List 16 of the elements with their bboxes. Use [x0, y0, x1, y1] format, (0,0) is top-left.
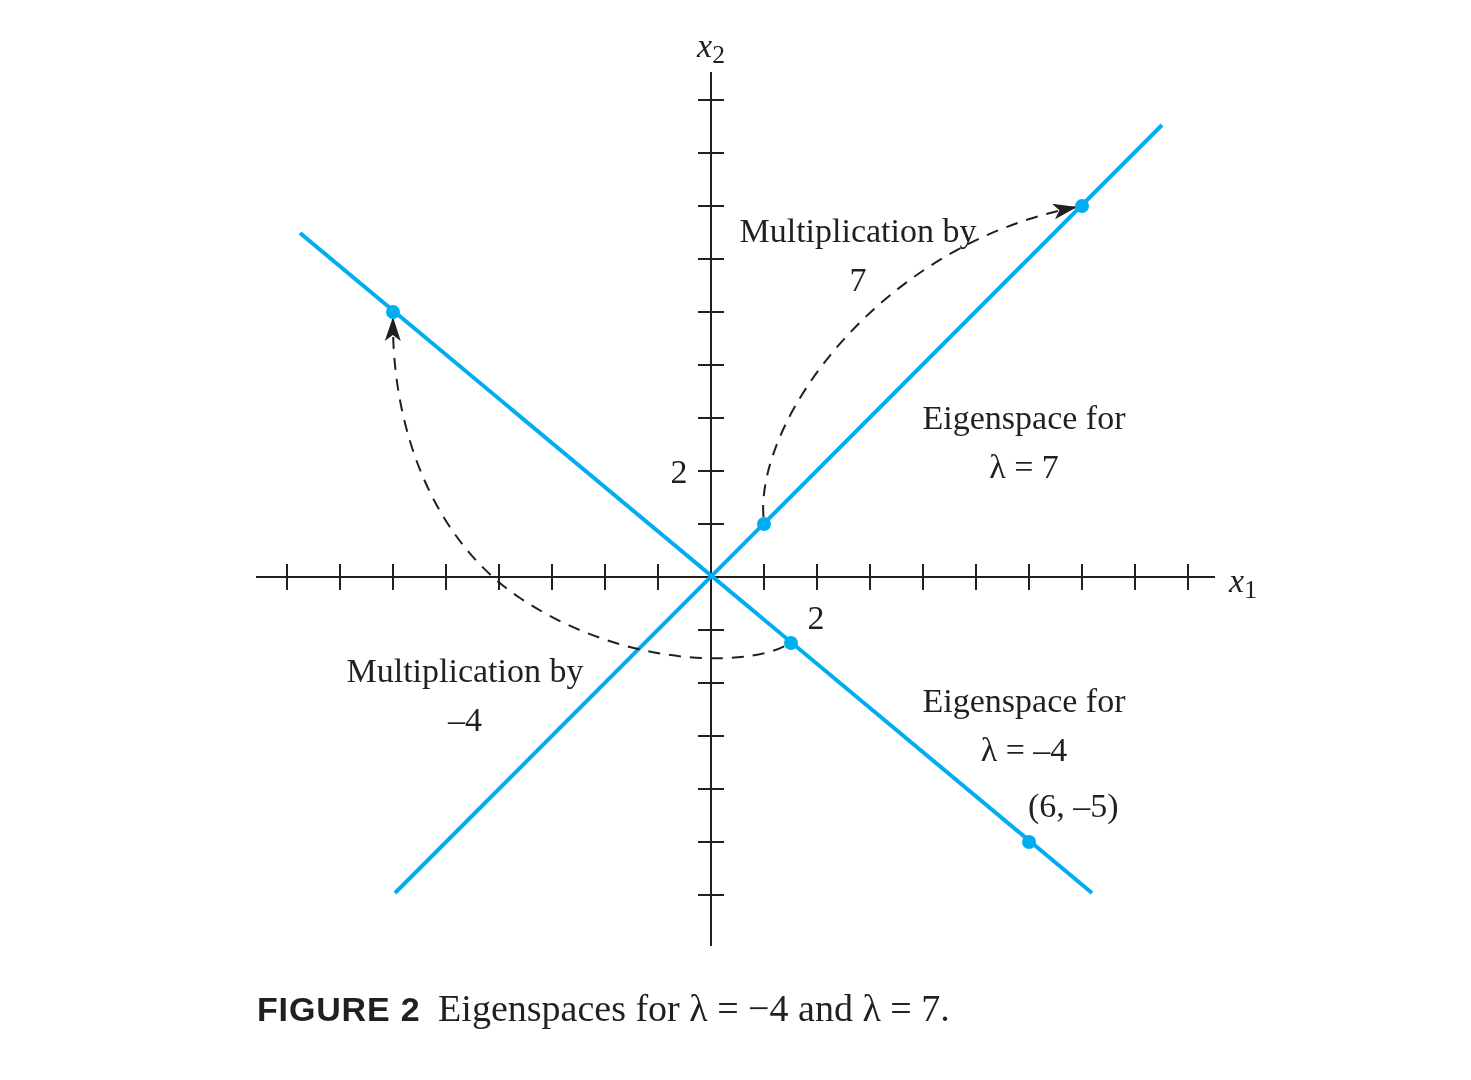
annotation-text: Multiplication by 7 [738, 211, 978, 301]
tick-label: 2 [669, 452, 689, 492]
figure-caption: FIGURE 2 Eigenspaces for λ = −4 and λ = 7. [257, 986, 950, 1031]
point-label: (6, –5) [1028, 789, 1119, 823]
annotation-text: Eigenspace for λ = –4 [921, 681, 1127, 771]
axis-label: x$_{1}$ [1227, 561, 1258, 606]
axis-label: x$_{2}$ [695, 26, 726, 71]
annotation-text: Eigenspace for λ = 7 [921, 398, 1127, 488]
point-marker [757, 517, 771, 531]
point-marker [783, 636, 798, 651]
dashed-arrow [762, 205, 1078, 518]
point-marker [1075, 199, 1089, 213]
dashed-arrow [385, 317, 786, 660]
tick-label: 2 [806, 598, 826, 638]
annotation-text: Multiplication by –4 [345, 651, 585, 741]
point-marker [386, 305, 400, 319]
